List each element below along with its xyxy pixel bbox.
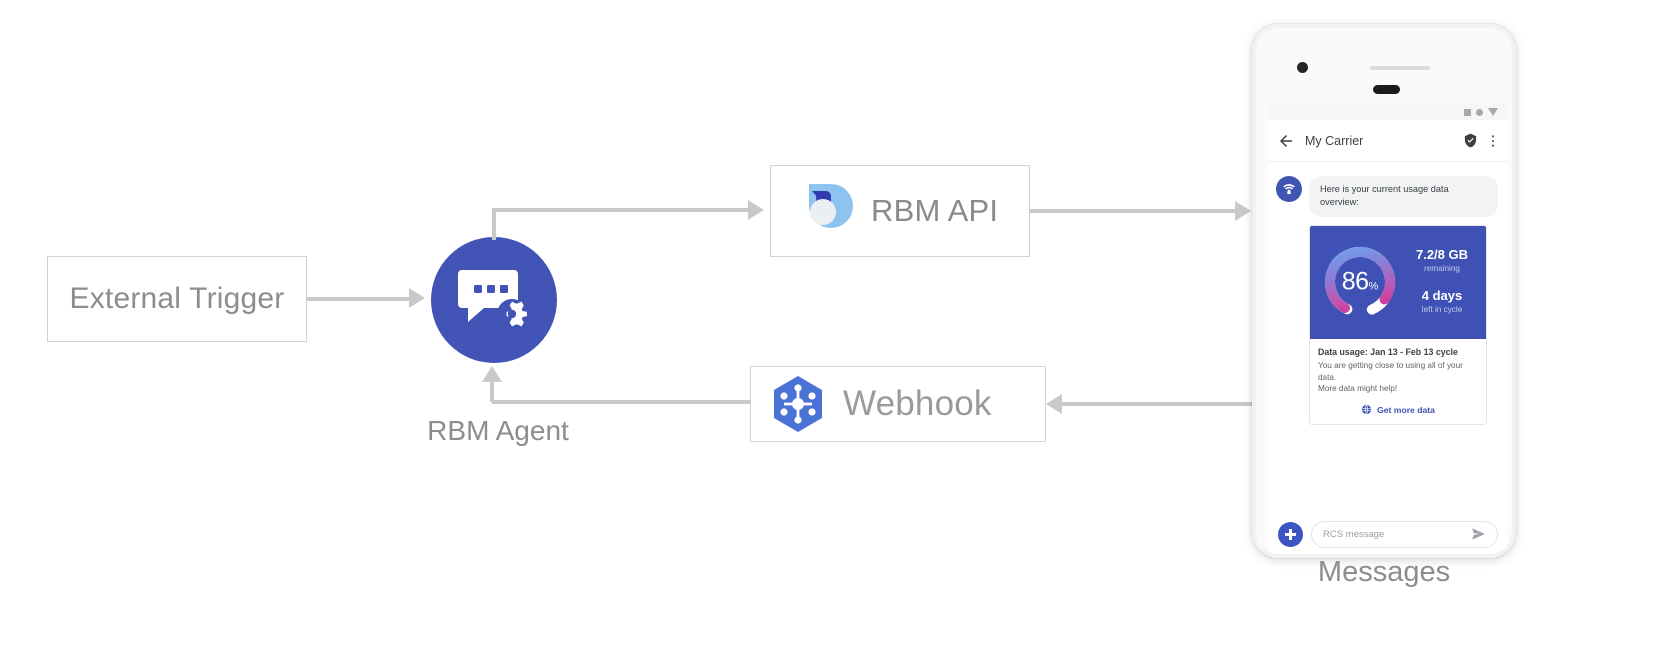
earpiece-icon [1373,85,1400,94]
webhook-label: Webhook [843,384,992,423]
message-text: Here is your current usage data overview… [1320,184,1449,208]
status-bar [1268,104,1508,120]
shield-check-icon[interactable] [1463,133,1478,148]
usage-gauge-chart: 86% [1318,240,1402,324]
signal-square-icon [1464,108,1471,116]
plus-icon[interactable] [1278,521,1303,547]
front-camera-icon [1297,62,1308,73]
rbm-agent-label: RBM Agent [427,415,569,446]
get-more-data-label: Get more data [1377,404,1435,415]
card-title: Data usage: Jan 13 - Feb 13 cycle [1318,346,1458,357]
edge-trigger-to-agent [307,297,409,301]
gauge-arc [1325,247,1395,318]
messages-label: Messages [1317,556,1451,588]
days-left-value: 4 days [1421,288,1463,304]
phone-screen: My Carrier [1268,104,1508,554]
rbm-agent-node[interactable] [431,237,557,363]
edge-trigger-to-agent-arrowhead [409,288,425,308]
speaker-grille [1370,66,1430,70]
back-arrow-icon[interactable] [1277,132,1295,150]
data-remaining-label: remaining [1424,263,1460,273]
phone-body: My Carrier [1256,28,1512,554]
card-description-line-2: More data might help! [1318,384,1398,394]
card-hero: 86% 7.2/8 GB remaining 4 days left in cy… [1310,225,1486,339]
external-trigger-node[interactable]: External Trigger [47,256,307,342]
edge-webhook-to-agent-arrowhead [482,366,502,382]
data-remaining-value: 7.2/8 GB [1415,246,1469,262]
webhook-hexagon-icon [774,376,822,432]
message-composer: RCS message [1268,511,1508,554]
conversation-area: Here is your current usage data overview… [1268,162,1508,511]
edge-webhook-to-agent-horizontal [492,400,750,404]
edge-api-to-messages-arrowhead [1235,201,1251,221]
gauge-percent-symbol: % [1368,280,1379,293]
wifi-circle-icon [1476,108,1483,116]
edge-messages-to-webhook-arrowhead [1046,394,1062,414]
days-left-label: left in cycle [1421,305,1463,315]
edge-webhook-to-agent-vertical [490,382,494,402]
rbm-api-node[interactable]: RBM API [770,165,1030,257]
rbm-api-label: RBM API [871,193,999,228]
card-description-line-1: You are getting close to using all of yo… [1318,360,1463,382]
conversation-title: My Carrier [1305,133,1364,148]
overflow-menu-icon[interactable] [1487,133,1499,149]
rcs-message-placeholder: RCS message [1323,528,1385,540]
incoming-message-row: Here is your current usage data overview… [1276,176,1498,217]
hero-stats: 7.2/8 GB remaining 4 days left in cycle [1402,246,1480,316]
card-body: Data usage: Jan 13 - Feb 13 cycle You ar… [1310,339,1486,425]
gauge-percent-value: 86% [1318,268,1402,297]
card-description: You are getting close to using all of yo… [1318,360,1478,396]
edge-messages-to-webhook [1062,402,1256,406]
globe-icon [1362,405,1372,415]
battery-triangle-icon [1488,108,1498,116]
rcs-agent-avatar-icon [1276,176,1302,202]
rbm-api-icon [801,184,853,228]
rcs-message-input[interactable]: RCS message [1311,520,1498,548]
phone-device: My Carrier [1252,24,1516,558]
data-usage-rich-card[interactable]: 86% 7.2/8 GB remaining 4 days left in cy… [1309,224,1487,426]
webhook-node[interactable]: Webhook [750,366,1046,442]
edge-agent-to-api-horizontal [492,208,748,212]
edge-api-to-messages [1030,209,1235,213]
gauge-percent-number: 86 [1341,267,1369,296]
external-trigger-label: External Trigger [69,282,285,315]
rcs-waves-icon [1283,184,1295,195]
send-icon[interactable] [1471,527,1486,541]
edge-agent-to-api-vertical [492,208,496,240]
edge-agent-to-api-arrowhead [748,200,764,220]
get-more-data-button[interactable]: Get more data [1318,404,1478,417]
message-bubble: Here is your current usage data overview… [1309,176,1498,217]
stats-spacer [1404,275,1480,289]
app-bar: My Carrier [1268,120,1508,162]
chat-gear-icon [458,270,527,329]
